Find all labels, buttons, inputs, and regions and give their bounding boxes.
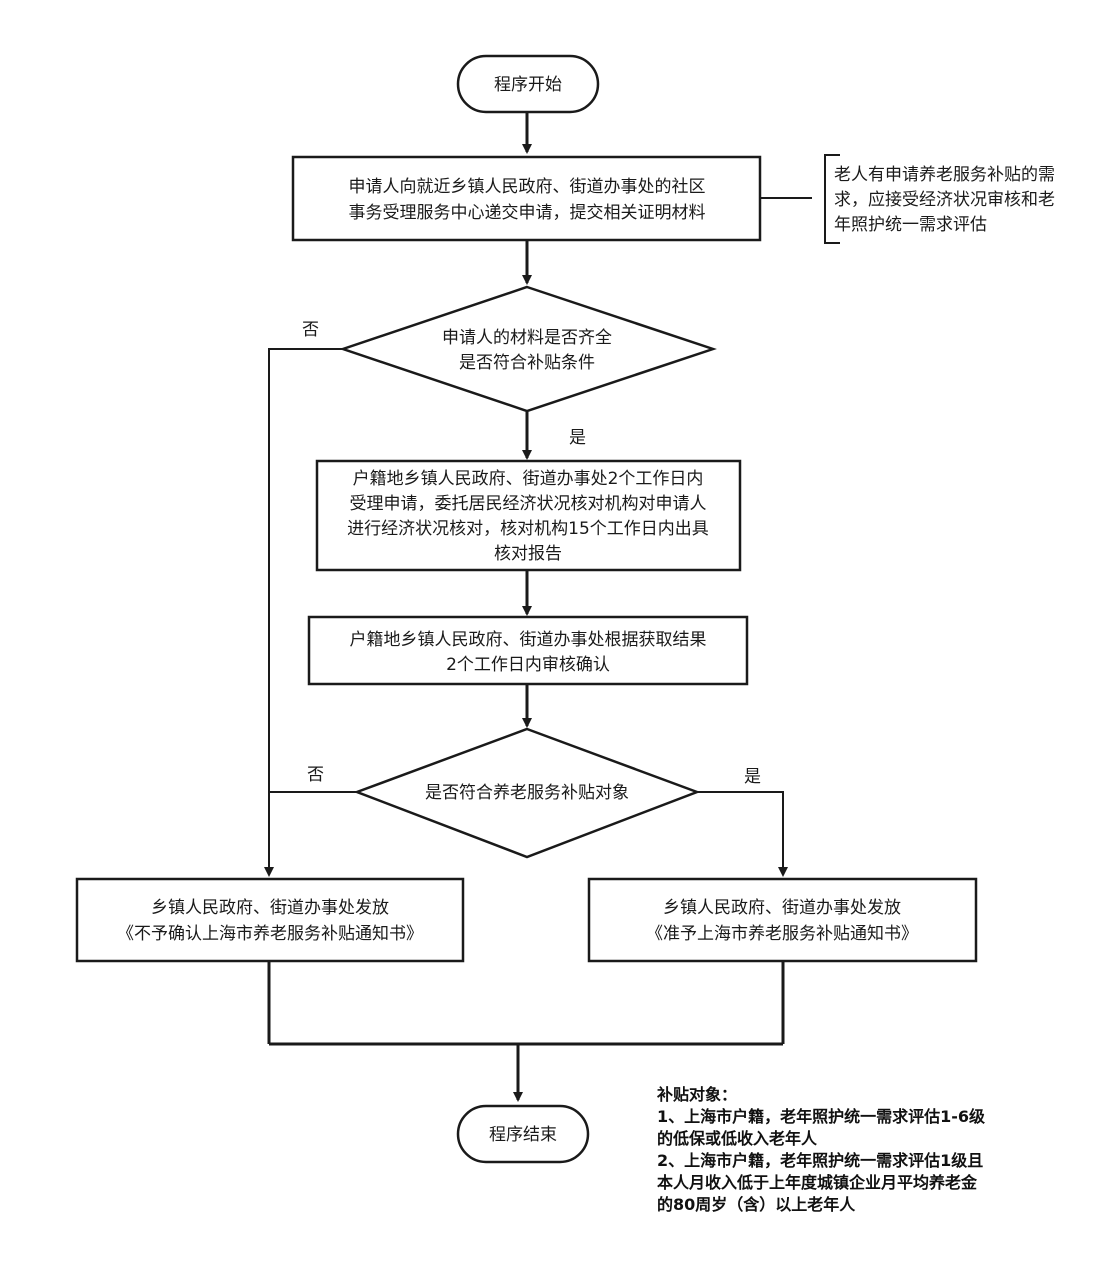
end-terminal: 程序结束 <box>456 1104 590 1164</box>
apply-text-line-2: 事务受理服务中心递交申请，提交相关证明材料 <box>349 203 706 223</box>
decision-eligible-text: 是否符合养老服务补贴对象 <box>425 783 629 803</box>
side-note-line-2: 求，应接受经济状况审核和老 <box>834 190 1055 210</box>
end-label: 程序结束 <box>489 1125 557 1145</box>
notes-item2-line1: 2、上海市户籍，老年照护统一需求评估1级且 <box>657 1151 984 1170</box>
start-label: 程序开始 <box>494 75 562 95</box>
notes-item1-line1: 1、上海市户籍，老年照护统一需求评估1-6级 <box>657 1107 986 1126</box>
review-line-1: 户籍地乡镇人民政府、街道办事处根据获取结果 <box>350 630 707 650</box>
side-note-bracket <box>824 154 840 244</box>
start-terminal: 程序开始 <box>456 54 600 114</box>
notes-item2-line2: 本人月收入低于上年度城镇企业月平均养老金 <box>657 1173 978 1192</box>
economic-check-box: 户籍地乡镇人民政府、街道办事处2个工作日内 受理申请，委托居民经济状况核对机构对… <box>315 459 742 572</box>
arrow-yes-branch-2 <box>697 791 788 877</box>
label-no-1: 否 <box>302 320 319 340</box>
notes-title: 补贴对象： <box>657 1085 738 1104</box>
economic-line-3: 进行经济状况核对，核对机构15个工作日内出具 <box>347 519 709 539</box>
decision-eligible: 是否符合养老服务补贴对象 <box>353 727 701 859</box>
economic-line-4: 核对报告 <box>494 544 562 564</box>
decision-materials-line-1: 申请人的材料是否齐全 <box>442 328 612 348</box>
side-note-line-1: 老人有申请养老服务补贴的需 <box>834 165 1055 185</box>
line-no-branch-1 <box>264 348 343 877</box>
apply-box: 申请人向就近乡镇人民政府、街道办事处的社区 事务受理服务中心递交申请，提交相关证… <box>291 155 762 242</box>
approve-line-2: 《准予上海市养老服务补贴通知书》 <box>646 924 918 944</box>
reject-line-1: 乡镇人民政府、街道办事处发放 <box>151 898 389 918</box>
economic-line-2: 受理申请，委托居民经济状况核对机构对申请人 <box>350 494 707 514</box>
notes-item1-line2: 的低保或低收入老年人 <box>657 1129 818 1148</box>
approve-notice-box: 乡镇人民政府、街道办事处发放 《准予上海市养老服务补贴通知书》 <box>587 877 978 963</box>
decision-materials: 申请人的材料是否齐全 是否符合补贴条件 <box>339 285 717 413</box>
economic-line-1: 户籍地乡镇人民政府、街道办事处2个工作日内 <box>353 469 704 489</box>
subsidy-targets-notes: 补贴对象： 1、上海市户籍，老年照护统一需求评估1-6级 的低保或低收入老年人 … <box>657 1084 1077 1216</box>
label-yes-1: 是 <box>569 428 586 448</box>
reject-line-2: 《不予确认上海市养老服务补贴通知书》 <box>117 924 423 944</box>
label-yes-2: 是 <box>744 767 761 787</box>
apply-text-line-1: 申请人向就近乡镇人民政府、街道办事处的社区 <box>349 177 706 197</box>
reject-notice-box: 乡镇人民政府、街道办事处发放 《不予确认上海市养老服务补贴通知书》 <box>75 877 465 963</box>
connectors <box>264 112 812 1102</box>
decision-materials-line-2: 是否符合补贴条件 <box>459 353 595 373</box>
notes-item2-line3: 的80周岁（含）以上老年人 <box>657 1195 856 1214</box>
label-no-2: 否 <box>307 765 324 785</box>
approve-line-1: 乡镇人民政府、街道办事处发放 <box>663 898 901 918</box>
side-note-line-3: 年照护统一需求评估 <box>834 215 987 235</box>
review-line-2: 2个工作日内审核确认 <box>446 655 610 675</box>
side-note: 老人有申请养老服务补贴的需 求，应接受经济状况审核和老 年照护统一需求评估 <box>824 154 1055 244</box>
review-box: 户籍地乡镇人民政府、街道办事处根据获取结果 2个工作日内审核确认 <box>307 615 749 686</box>
